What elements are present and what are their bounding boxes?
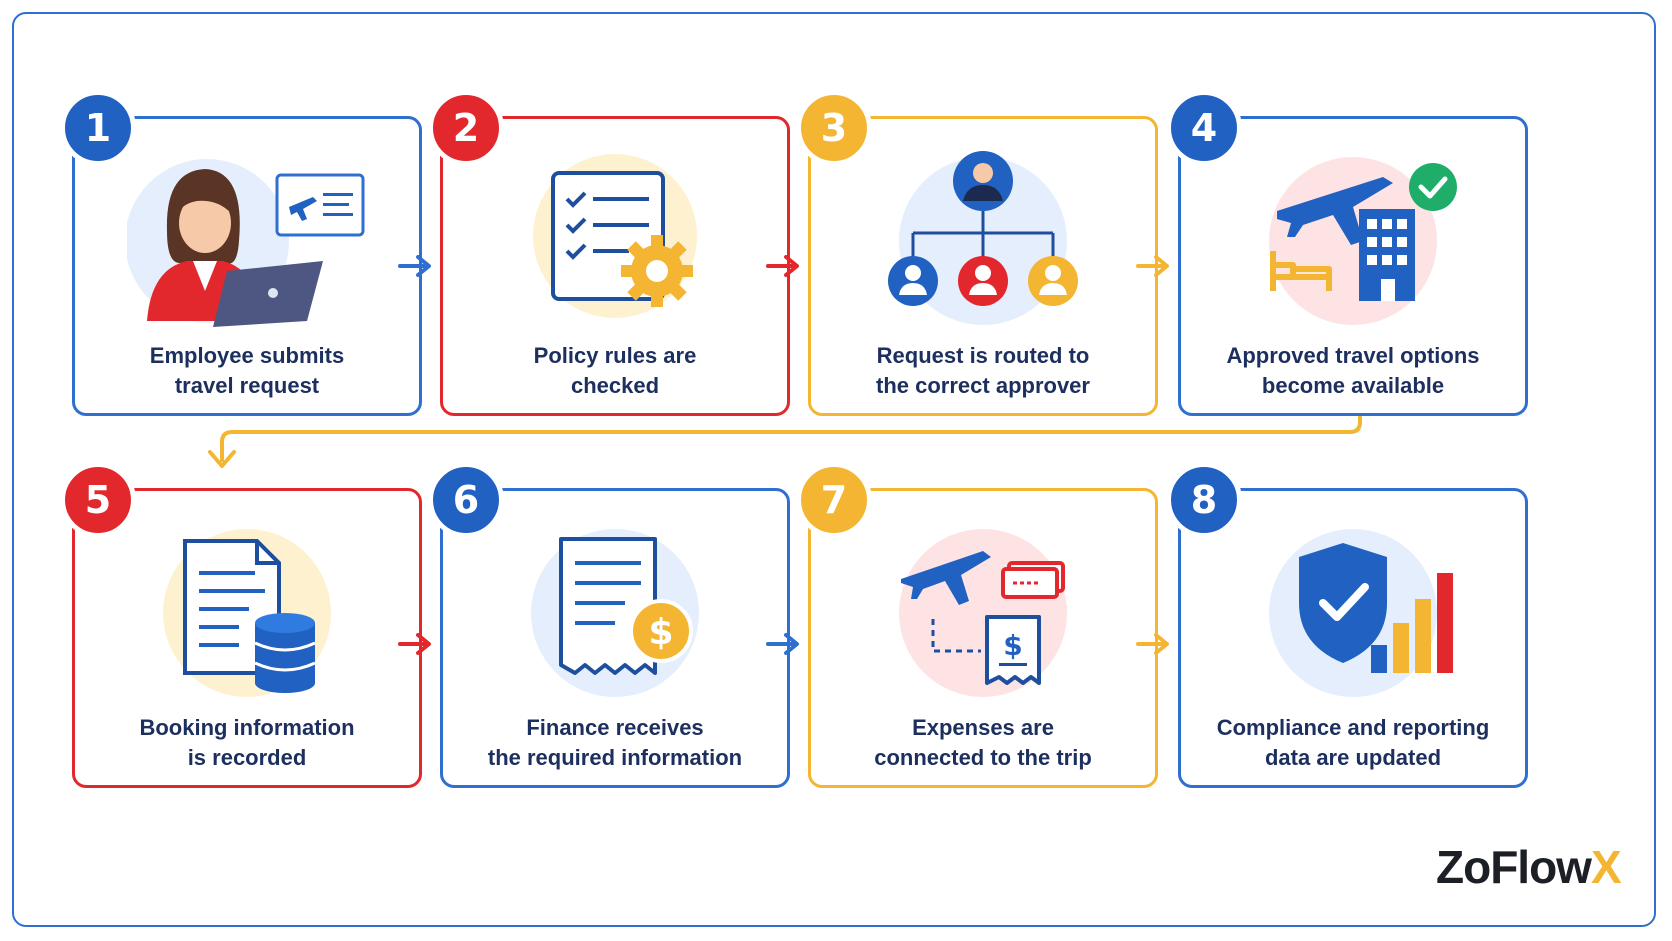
arrow-icon	[766, 255, 799, 277]
svg-text:$: $	[1003, 629, 1022, 662]
step-badge-7: 7	[796, 462, 872, 538]
step-caption-7-line2: connected to the trip	[874, 745, 1092, 770]
step-caption-6: Finance receives the required informatio…	[453, 713, 777, 773]
arrow-icon	[1136, 255, 1169, 277]
step-badge-8: 8	[1166, 462, 1242, 538]
step-card-2: Policy rules are checked	[440, 116, 790, 416]
step-caption-1-line2: travel request	[174, 373, 320, 398]
step-caption-2-line1: Policy rules are	[533, 343, 697, 368]
step-caption-6-line1: Finance receives	[526, 715, 704, 740]
travel-options-icon	[1269, 157, 1457, 325]
step-card-3: Request is routed to the correct approve…	[808, 116, 1158, 416]
step-badge-6: 6	[428, 462, 504, 538]
step-caption-3: Request is routed to the correct approve…	[821, 341, 1145, 401]
brand-logo: ZoFlowX	[1436, 840, 1622, 894]
step-caption-6-line2: the required information	[487, 745, 743, 770]
step-caption-2-line2: checked	[570, 373, 660, 398]
policy-checklist-gear-icon	[533, 154, 697, 318]
step-card-8: Compliance and reporting data are update…	[1178, 488, 1528, 788]
step-caption-3-line2: the correct approver	[876, 373, 1090, 398]
step-card-6: $ Finance receives the required informat…	[440, 488, 790, 788]
booking-database-icon	[163, 529, 331, 697]
step-caption-2: Policy rules are checked	[453, 341, 777, 401]
arrow-icon	[398, 633, 431, 655]
brand-logo-accent: X	[1590, 841, 1622, 893]
step-card-1: Employee submits travel request	[72, 116, 422, 416]
brand-logo-main: ZoFlow	[1436, 841, 1592, 893]
step-caption-8: Compliance and reporting data are update…	[1191, 713, 1515, 773]
step-caption-4-line1: Approved travel options	[1226, 343, 1480, 368]
step-card-7: $ Expenses are connected to the trip	[808, 488, 1158, 788]
arrow-icon	[1136, 633, 1169, 655]
step-caption-5: Booking information is recorded	[85, 713, 409, 773]
outer-frame	[12, 12, 1656, 927]
step-caption-8-line1: Compliance and reporting	[1216, 715, 1490, 740]
step-caption-1-line1: Employee submits	[149, 343, 345, 368]
step-badge-2: 2	[428, 90, 504, 166]
approver-hierarchy-icon	[888, 151, 1078, 325]
step-card-5: Booking information is recorded	[72, 488, 422, 788]
step-badge-5: 5	[60, 462, 136, 538]
arrow-icon	[398, 255, 431, 277]
step-caption-5-line2: is recorded	[187, 745, 307, 770]
step-card-4: Approved travel options become available	[1178, 116, 1528, 416]
employee-laptop-icon	[127, 159, 365, 327]
trip-expense-icon: $	[899, 529, 1067, 697]
step-caption-3-line1: Request is routed to	[876, 343, 1090, 368]
step-badge-4: 4	[1166, 90, 1242, 166]
step-caption-8-line2: data are updated	[1264, 745, 1442, 770]
finance-invoice-icon: $	[531, 529, 699, 697]
svg-text:$: $	[648, 612, 673, 653]
step-caption-7-line1: Expenses are	[912, 715, 1054, 740]
step-caption-5-line1: Booking information	[139, 715, 355, 740]
step-caption-1: Employee submits travel request	[85, 341, 409, 401]
step-badge-3: 3	[796, 90, 872, 166]
arrow-icon	[766, 633, 799, 655]
compliance-report-icon	[1269, 529, 1453, 697]
step-caption-4-line2: become available	[1261, 373, 1445, 398]
step-caption-7: Expenses are connected to the trip	[821, 713, 1145, 773]
step-badge-1: 1	[60, 90, 136, 166]
step-caption-4: Approved travel options become available	[1191, 341, 1515, 401]
